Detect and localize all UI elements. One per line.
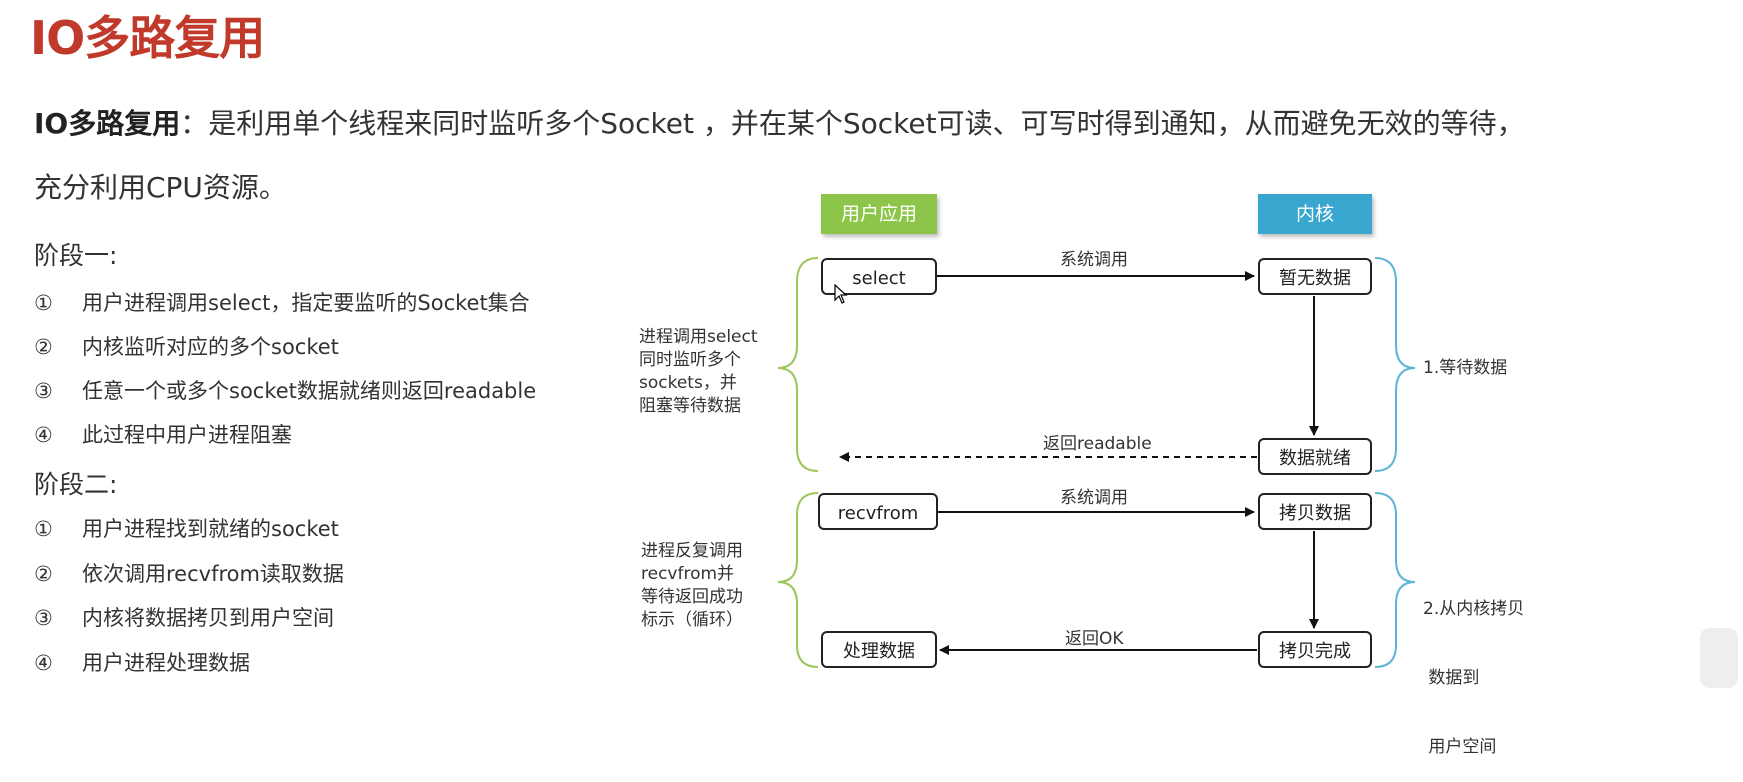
stage-one-step: ② 内核监听对应的多个socket [34, 331, 339, 361]
note-line: 进程反复调用 [641, 541, 743, 561]
left-note-phase2: 进程反复调用 recvfrom并 等待返回成功 标示（循环） [641, 540, 743, 632]
note-line: 标示（循环） [641, 610, 743, 630]
no-data-box: 暂无数据 [1258, 258, 1372, 295]
right-note-phase2: 2.从内核拷贝 数据到 用户空间 [1423, 552, 1524, 782]
right-note-phase1: 1.等待数据 [1423, 357, 1507, 380]
return-readable-label: 返回readable [1043, 434, 1152, 454]
mouse-pointer-icon [834, 284, 848, 304]
note-line: 阻塞等待数据 [639, 396, 741, 416]
note-line: 等待返回成功 [641, 587, 743, 607]
intro-paragraph: IO多路复用：是利用单个线程来同时监听多个Socket ，并在某个Socket可… [34, 92, 1534, 220]
select-box: select [821, 258, 937, 295]
right-brace-phase2 [1374, 492, 1416, 668]
intro-definition: ：是利用单个线程来同时监听多个Socket ，并在某个Socket可读、可写时得… [34, 107, 1525, 204]
copy-done-box: 拷贝完成 [1258, 631, 1372, 668]
stage-two-title: 阶段二: [34, 470, 118, 499]
note-line: 2.从内核拷贝 [1423, 599, 1525, 619]
note-line: 进程调用select [639, 327, 758, 347]
stage-two-step: ④ 用户进程处理数据 [34, 647, 250, 677]
left-brace-phase2 [777, 492, 819, 668]
step-text: 此过程中用户进程阻塞 [82, 423, 292, 447]
syscall-label-1: 系统调用 [1060, 250, 1128, 270]
stage-one-title: 阶段一: [34, 241, 118, 270]
copy-data-box: 拷贝数据 [1258, 493, 1372, 530]
step-number: ② [34, 562, 53, 586]
stage-two-step: ② 依次调用recvfrom读取数据 [34, 558, 344, 588]
stage-two-step: ③ 内核将数据拷贝到用户空间 [34, 602, 334, 632]
stage-one-step: ① 用户进程调用select，指定要监听的Socket集合 [34, 287, 530, 317]
note-line: recvfrom并 [641, 564, 735, 584]
stage-two-step: ① 用户进程找到就绪的socket [34, 513, 339, 543]
user-app-header: 用户应用 [821, 194, 937, 234]
step-number: ① [34, 517, 53, 541]
step-number: ② [34, 335, 53, 359]
step-number: ③ [34, 606, 53, 630]
step-text: 用户进程调用select，指定要监听的Socket集合 [82, 291, 530, 315]
note-line: sockets，并 [639, 373, 737, 393]
corner-widget-icon[interactable] [1700, 628, 1738, 688]
process-data-box: 处理数据 [821, 631, 937, 668]
return-ok-label: 返回OK [1065, 629, 1124, 649]
syscall-label-2: 系统调用 [1060, 488, 1128, 508]
step-number: ④ [34, 651, 53, 675]
step-text: 用户进程处理数据 [82, 651, 250, 675]
step-text: 任意一个或多个socket数据就绪则返回readable [82, 379, 537, 403]
note-line: 数据到 [1423, 668, 1480, 688]
left-brace-phase1 [777, 257, 819, 472]
step-text: 依次调用recvfrom读取数据 [82, 562, 344, 586]
recvfrom-box: recvfrom [818, 493, 938, 530]
step-number: ③ [34, 379, 53, 403]
intro-term: IO多路复用 [34, 107, 181, 140]
step-text: 内核将数据拷贝到用户空间 [82, 606, 334, 630]
kernel-header: 内核 [1258, 194, 1372, 234]
page-title: IO多路复用 [30, 11, 265, 65]
note-line: 同时监听多个 [639, 350, 741, 370]
stage-one-step: ④ 此过程中用户进程阻塞 [34, 419, 292, 449]
left-note-phase1: 进程调用select 同时监听多个 sockets，并 阻塞等待数据 [639, 326, 758, 418]
step-text: 内核监听对应的多个socket [82, 335, 339, 359]
step-number: ① [34, 291, 53, 315]
right-brace-phase1 [1374, 257, 1416, 472]
stage-one-step: ③ 任意一个或多个socket数据就绪则返回readable [34, 375, 536, 405]
note-line: 用户空间 [1423, 737, 1497, 757]
note-line: 1.等待数据 [1423, 358, 1508, 378]
step-number: ④ [34, 423, 53, 447]
data-ready-box: 数据就绪 [1258, 438, 1372, 475]
step-text: 用户进程找到就绪的socket [82, 517, 339, 541]
